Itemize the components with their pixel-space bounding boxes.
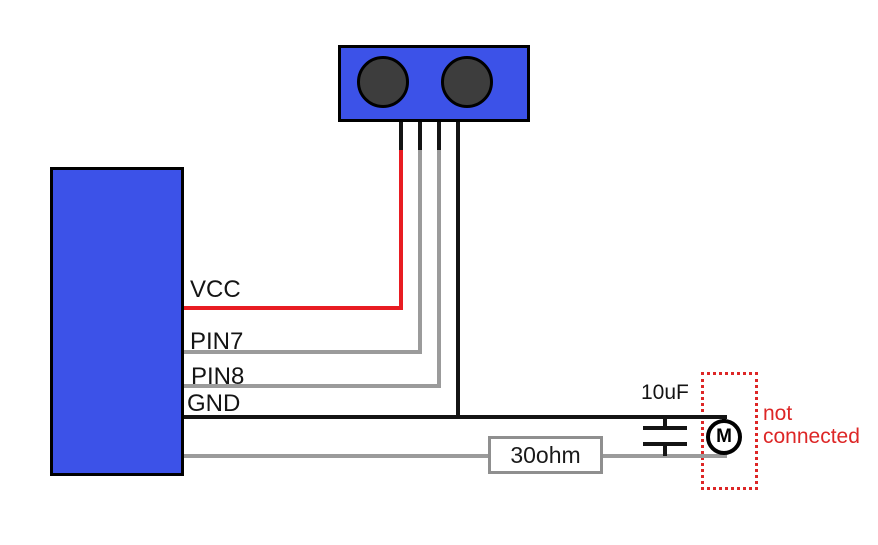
sensor-pin-1 <box>399 119 403 152</box>
vcc-wire-vertical <box>399 150 403 310</box>
pin8-wire-vertical <box>437 150 441 388</box>
sensor-pin-3 <box>437 119 441 152</box>
capacitor-value-label: 10uF <box>641 381 689 404</box>
resistor-value-label: 30ohm <box>510 441 581 468</box>
capacitor-lead-top <box>663 418 667 427</box>
ultrasonic-sensor <box>338 45 530 122</box>
motor-wire-right-segment <box>601 454 727 458</box>
motor-wire-left-segment <box>184 454 490 458</box>
vcc-label: VCC <box>190 276 241 303</box>
sensor-transducer-left-icon <box>357 56 409 108</box>
pin8-label: PIN8 <box>191 363 245 390</box>
motor: M <box>706 419 742 455</box>
pin7-label: PIN7 <box>190 328 244 355</box>
gnd-wire-vertical <box>456 119 460 419</box>
motor-label: M <box>716 426 732 447</box>
pin7-wire-horizontal <box>184 350 422 354</box>
capacitor-lead-bottom <box>663 445 667 456</box>
pin7-wire-vertical <box>418 150 422 354</box>
resistor: 30ohm <box>488 436 603 474</box>
capacitor-plate-top <box>643 426 687 430</box>
gnd-wire-horizontal <box>184 415 727 419</box>
capacitor-plate-bottom <box>643 442 687 446</box>
pin8-wire-horizontal <box>184 384 441 388</box>
controller-block <box>50 167 184 476</box>
sensor-pin-2 <box>418 119 422 152</box>
not-connected-outline <box>701 372 758 490</box>
not-connected-label: not connected <box>763 402 860 448</box>
gnd-label: GND <box>187 390 241 417</box>
sensor-transducer-right-icon <box>441 56 493 108</box>
vcc-wire-horizontal <box>184 306 403 310</box>
